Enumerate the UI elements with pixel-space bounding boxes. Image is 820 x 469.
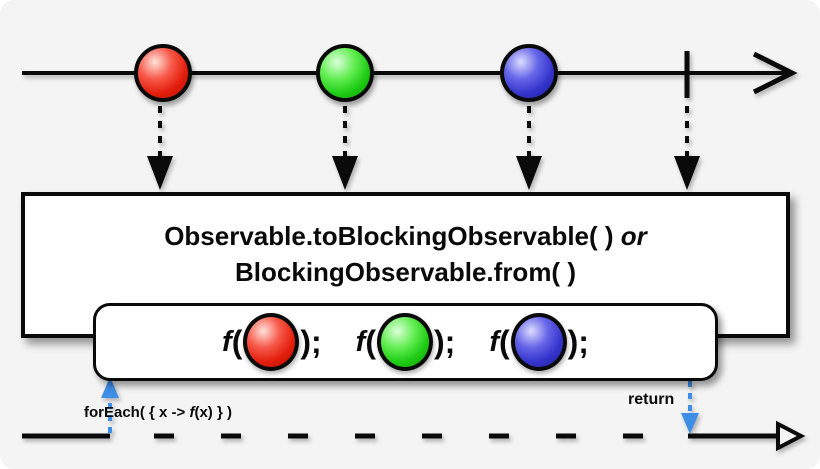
- oncomplete-arrow: [674, 106, 700, 190]
- operator-title-line1: Observable.toBlockingObservable( ) or: [25, 218, 786, 254]
- green-marble-inline: [377, 313, 433, 371]
- onnext-arrow-blue: [516, 106, 542, 190]
- call-green: f( );: [355, 313, 456, 371]
- onnext-arrow-red: [147, 106, 173, 190]
- onnext-arrow-green: [332, 106, 358, 190]
- call-blue: f( );: [489, 313, 589, 371]
- red-marble-inline: [243, 313, 300, 371]
- blue-marble: [500, 44, 558, 102]
- function-call-box: f( ); f( ); f( );: [93, 303, 718, 381]
- call-blue-close: );: [567, 323, 589, 360]
- operator-title-or: or: [620, 221, 647, 251]
- foreach-call-arrow: [101, 377, 119, 433]
- foreach-label-prefix: forEach( { x ->: [84, 404, 190, 421]
- return-label: return: [628, 391, 675, 408]
- call-blue-f: f: [489, 325, 499, 358]
- source-timeline-arrowhead-icon: [752, 51, 798, 95]
- foreach-label: forEach( { x -> f(x) } ): [84, 404, 232, 421]
- blue-marble-inline: [510, 313, 567, 371]
- call-red-f: f: [222, 325, 232, 358]
- call-red-close: );: [300, 323, 322, 360]
- result-timeline-arrowhead-icon: [776, 420, 806, 452]
- operator-title-line1-text: Observable.toBlockingObservable( ): [164, 221, 621, 251]
- call-green-close: );: [434, 323, 456, 360]
- foreach-label-suffix: (x) } ): [194, 404, 232, 421]
- operator-title-line2: BlockingObservable.from( ): [235, 257, 576, 287]
- call-red-open-paren: (: [231, 323, 243, 360]
- green-marble: [316, 44, 374, 102]
- call-red: f( );: [222, 313, 322, 371]
- call-blue-open-paren: (: [498, 323, 510, 360]
- return-arrow: [681, 381, 699, 434]
- call-green-f: f: [355, 325, 366, 358]
- foreach-label-f: f: [189, 404, 195, 421]
- red-marble: [134, 44, 192, 102]
- call-green-open-paren: (: [365, 323, 376, 360]
